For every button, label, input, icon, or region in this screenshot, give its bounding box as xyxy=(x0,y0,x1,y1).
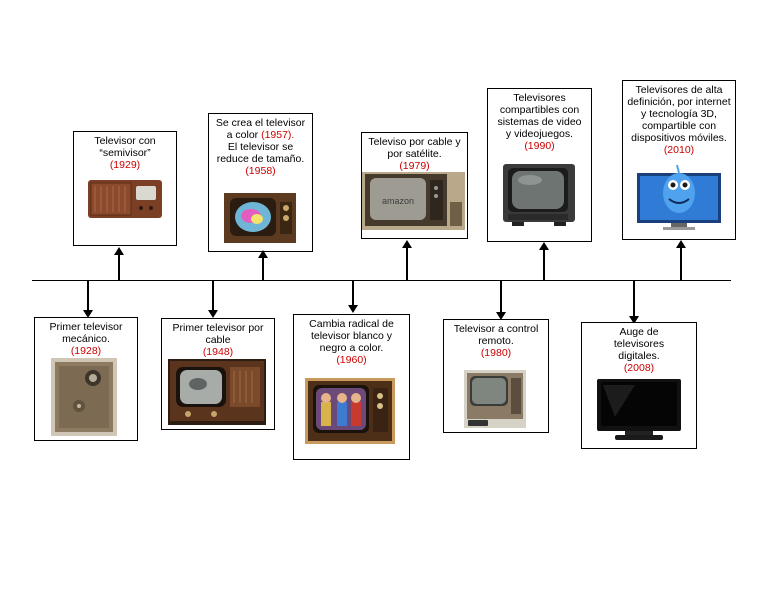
event-1929-year: (1929) xyxy=(109,159,141,171)
arrow-1928 xyxy=(83,281,93,318)
event-1979-box: Televiso por cable y por satélite. (1979… xyxy=(361,132,468,239)
tv-1960-image xyxy=(305,378,395,444)
event-1960-box: Cambia radical de televisor blanco y neg… xyxy=(293,314,410,460)
event-1948-text: Primer televisor por cable xyxy=(172,322,264,346)
arrow-1960 xyxy=(348,281,358,313)
event-1979-text: Televiso por cable y por satélite. xyxy=(368,136,461,160)
arrow-1990 xyxy=(539,242,549,280)
arrow-2008 xyxy=(629,281,639,324)
event-1929-box: Televisor con “semivisor” (1929) xyxy=(73,131,177,246)
event-2010-box: Televisores de alta definición, por inte… xyxy=(622,80,736,240)
event-1990-box: Televisores compartibles con sistemas de… xyxy=(487,88,592,242)
event-1948-year: (1948) xyxy=(202,346,234,358)
timeline-axis xyxy=(32,280,731,281)
tv-1948-image xyxy=(168,359,266,425)
event-1928-year: (1928) xyxy=(70,345,102,357)
event-2008-text: Auge de televisores digitales. xyxy=(613,326,665,362)
tv-2010-image xyxy=(635,165,723,233)
arrow-1957 xyxy=(258,250,268,280)
amazon-logo-text: amazon xyxy=(382,196,414,206)
arrow-1980 xyxy=(496,281,506,320)
event-1957-box: Se crea el televisor a color (1957). El … xyxy=(208,113,313,252)
tv-1957-image xyxy=(222,192,298,246)
event-1980-box: Televisor a control remoto. (1980) xyxy=(443,319,549,433)
event-1957-label: Se crea el televisor a color xyxy=(215,117,306,141)
event-1990-year: (1990) xyxy=(524,140,555,152)
event-1957-year: (1957). xyxy=(261,129,295,141)
event-2010-year: (2010) xyxy=(663,144,695,156)
arrow-1929 xyxy=(114,247,124,280)
event-1979-year: (1979) xyxy=(399,160,430,172)
tv-1979-image: amazon xyxy=(362,172,465,230)
event-1990-text: Televisores compartibles con sistemas de… xyxy=(497,92,582,140)
tv-1980-image xyxy=(464,370,526,428)
event-2008-box: Auge de televisores digitales. (2008) xyxy=(581,322,697,449)
event-1958-year: (1958) xyxy=(245,165,276,177)
tv-1990-image xyxy=(502,162,576,228)
event-1929-text: Televisor con “semivisor” xyxy=(94,135,156,159)
event-1948-box: Primer televisor por cable (1948) xyxy=(161,318,275,430)
event-1960-text: Cambia radical de televisor blanco y neg… xyxy=(309,318,394,354)
event-1960-year: (1960) xyxy=(336,354,367,366)
event-1980-text: Televisor a control remoto. xyxy=(453,323,539,347)
event-1928-box: Primer televisor mecánico. (1928) xyxy=(34,317,138,441)
event-2010-text: Televisores de alta definición, por inte… xyxy=(627,84,731,144)
tv-2008-image xyxy=(595,377,683,443)
tv-1928-image xyxy=(51,358,117,436)
event-1928-text: Primer televisor mecánico. xyxy=(49,321,123,345)
tv-1929-image xyxy=(87,178,163,220)
event-1957-text: Se crea el televisor a color (1957). xyxy=(212,117,309,141)
arrow-2010 xyxy=(676,240,686,280)
arrow-1979 xyxy=(402,240,412,280)
event-1958-text: El televisor se reduce de tamaño. xyxy=(216,141,305,165)
event-2008-year: (2008) xyxy=(623,362,655,374)
arrow-1948 xyxy=(208,281,218,318)
event-1980-year: (1980) xyxy=(480,347,512,359)
